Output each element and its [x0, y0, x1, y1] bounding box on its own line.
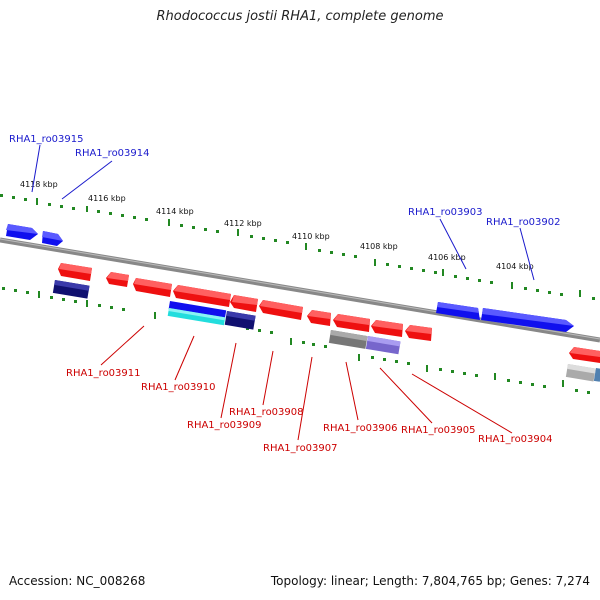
tick-label: 4106 kbp — [428, 253, 466, 262]
gene-label[interactable]: RHA1_ro03906 — [323, 423, 398, 434]
gene-label[interactable]: RHA1_ro03915 — [9, 134, 84, 145]
tick-label: 4114 kbp — [156, 207, 194, 216]
gene-label[interactable]: RHA1_ro03905 — [401, 425, 476, 436]
tick-label: 4108 kbp — [360, 242, 398, 251]
genome-backbone — [0, 237, 600, 343]
gene-label[interactable]: RHA1_ro03911 — [66, 368, 141, 379]
top-leaders — [31, 144, 535, 281]
accession-label: Accession: NC_008268 — [9, 574, 146, 588]
gene-label[interactable]: RHA1_ro03909 — [187, 420, 262, 431]
gene-label[interactable]: RHA1_ro03902 — [486, 217, 561, 228]
upper-scale — [0, 194, 595, 300]
feature-blue — [168, 300, 227, 319]
gene-label[interactable]: RHA1_ro03908 — [229, 407, 304, 418]
tick-label: 4118 kbp — [20, 180, 58, 189]
tick-label: 4110 kbp — [292, 232, 330, 241]
tick-label: 4112 kbp — [224, 219, 262, 228]
gene-label[interactable]: RHA1_ro03907 — [263, 443, 338, 454]
gene-label[interactable]: RHA1_ro03903 — [408, 207, 483, 218]
gene-label[interactable]: RHA1_ro03914 — [75, 148, 150, 159]
genome-summary: Topology: linear; Length: 7,804,765 bp; … — [270, 574, 590, 588]
gene-label[interactable]: RHA1_ro03910 — [141, 382, 216, 393]
lower-scale — [2, 287, 590, 394]
tick-label: 4104 kbp — [496, 262, 534, 271]
tick-label: 4116 kbp — [88, 194, 126, 203]
gene-label[interactable]: RHA1_ro03904 — [478, 434, 553, 445]
bottom-leaders — [100, 325, 513, 441]
genome-title: Rhodococcus jostii RHA1, complete genome — [156, 9, 444, 24]
